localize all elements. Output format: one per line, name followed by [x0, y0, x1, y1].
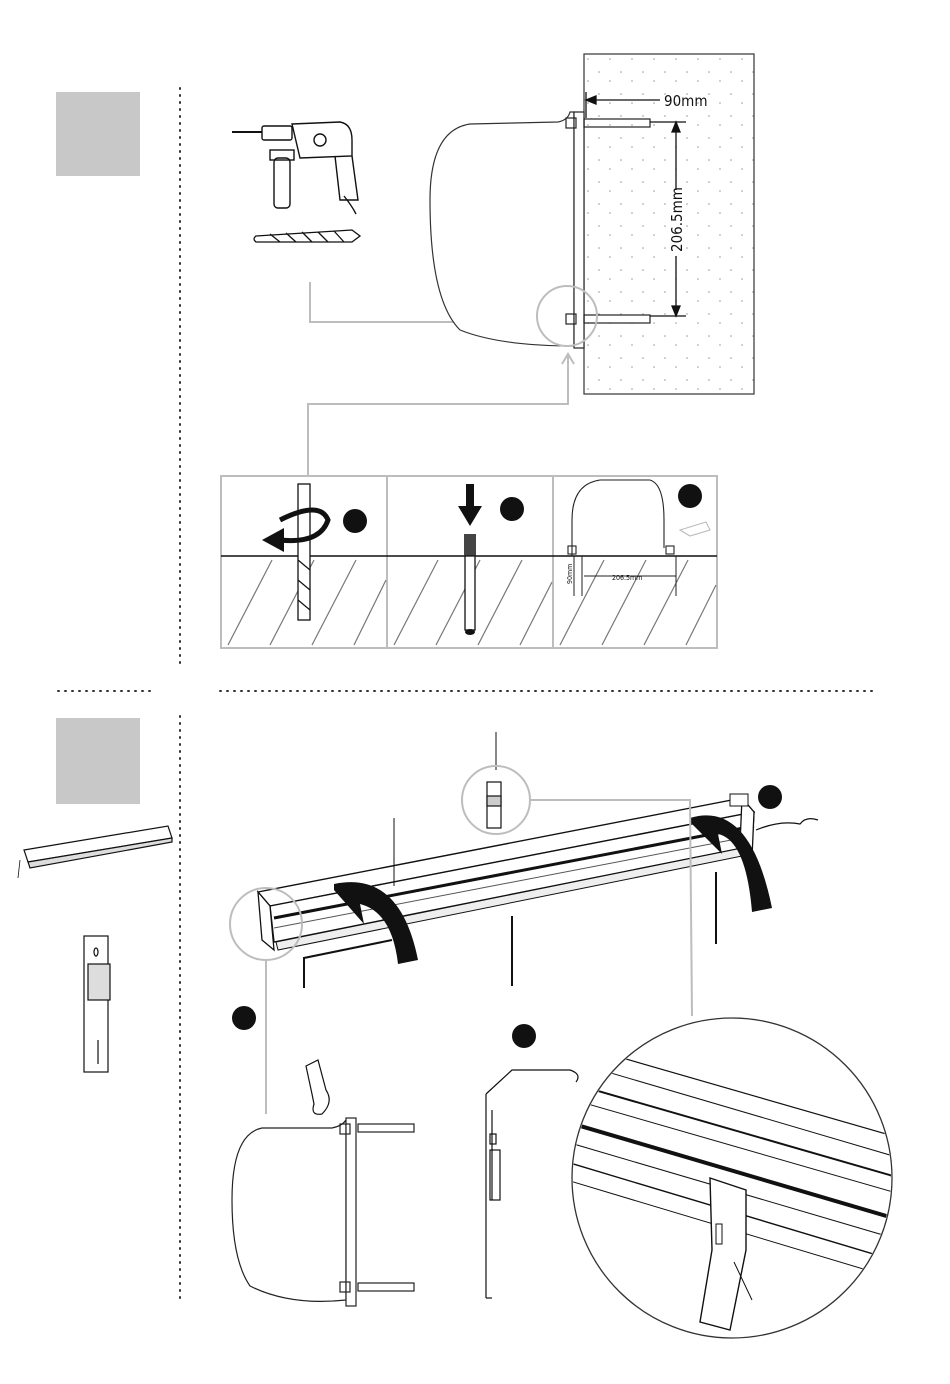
screen-cutaway [430, 112, 574, 346]
substep-panel: 206.5mm 90mm [221, 476, 717, 648]
dimension-horizontal-label: 90mm [664, 92, 707, 110]
step2-panel [18, 716, 900, 1338]
drill-icon [232, 122, 358, 214]
substep3-dim-vertical: 90mm [566, 564, 574, 584]
wrench-icon [306, 1060, 329, 1114]
detail-hook [486, 1070, 578, 1298]
dimension-vertical-label: 206.5mm [668, 187, 686, 252]
callout-badge-b [512, 1024, 536, 1048]
step2-number-box [56, 718, 140, 804]
guide-arrow-substeps [308, 356, 568, 476]
step1-panel: 90mm 206.5mm [56, 54, 754, 668]
detail-end-cap [232, 1118, 414, 1306]
substep1-badge [343, 509, 367, 533]
drill-bit-icon [254, 230, 360, 242]
screen-case-thumbnail [18, 826, 172, 878]
substep2-badge [500, 497, 524, 521]
callout-badge-c [758, 785, 782, 809]
bracket-thumbnail [84, 936, 110, 1072]
substep3-badge [678, 484, 702, 508]
substep3-dim-horizontal: 206.5mm [612, 574, 642, 582]
callout-badge-a [232, 1006, 256, 1030]
magnified-detail [560, 1018, 900, 1338]
step1-number-box [56, 92, 140, 176]
clip-icon [487, 782, 501, 828]
screen-case [258, 794, 818, 950]
